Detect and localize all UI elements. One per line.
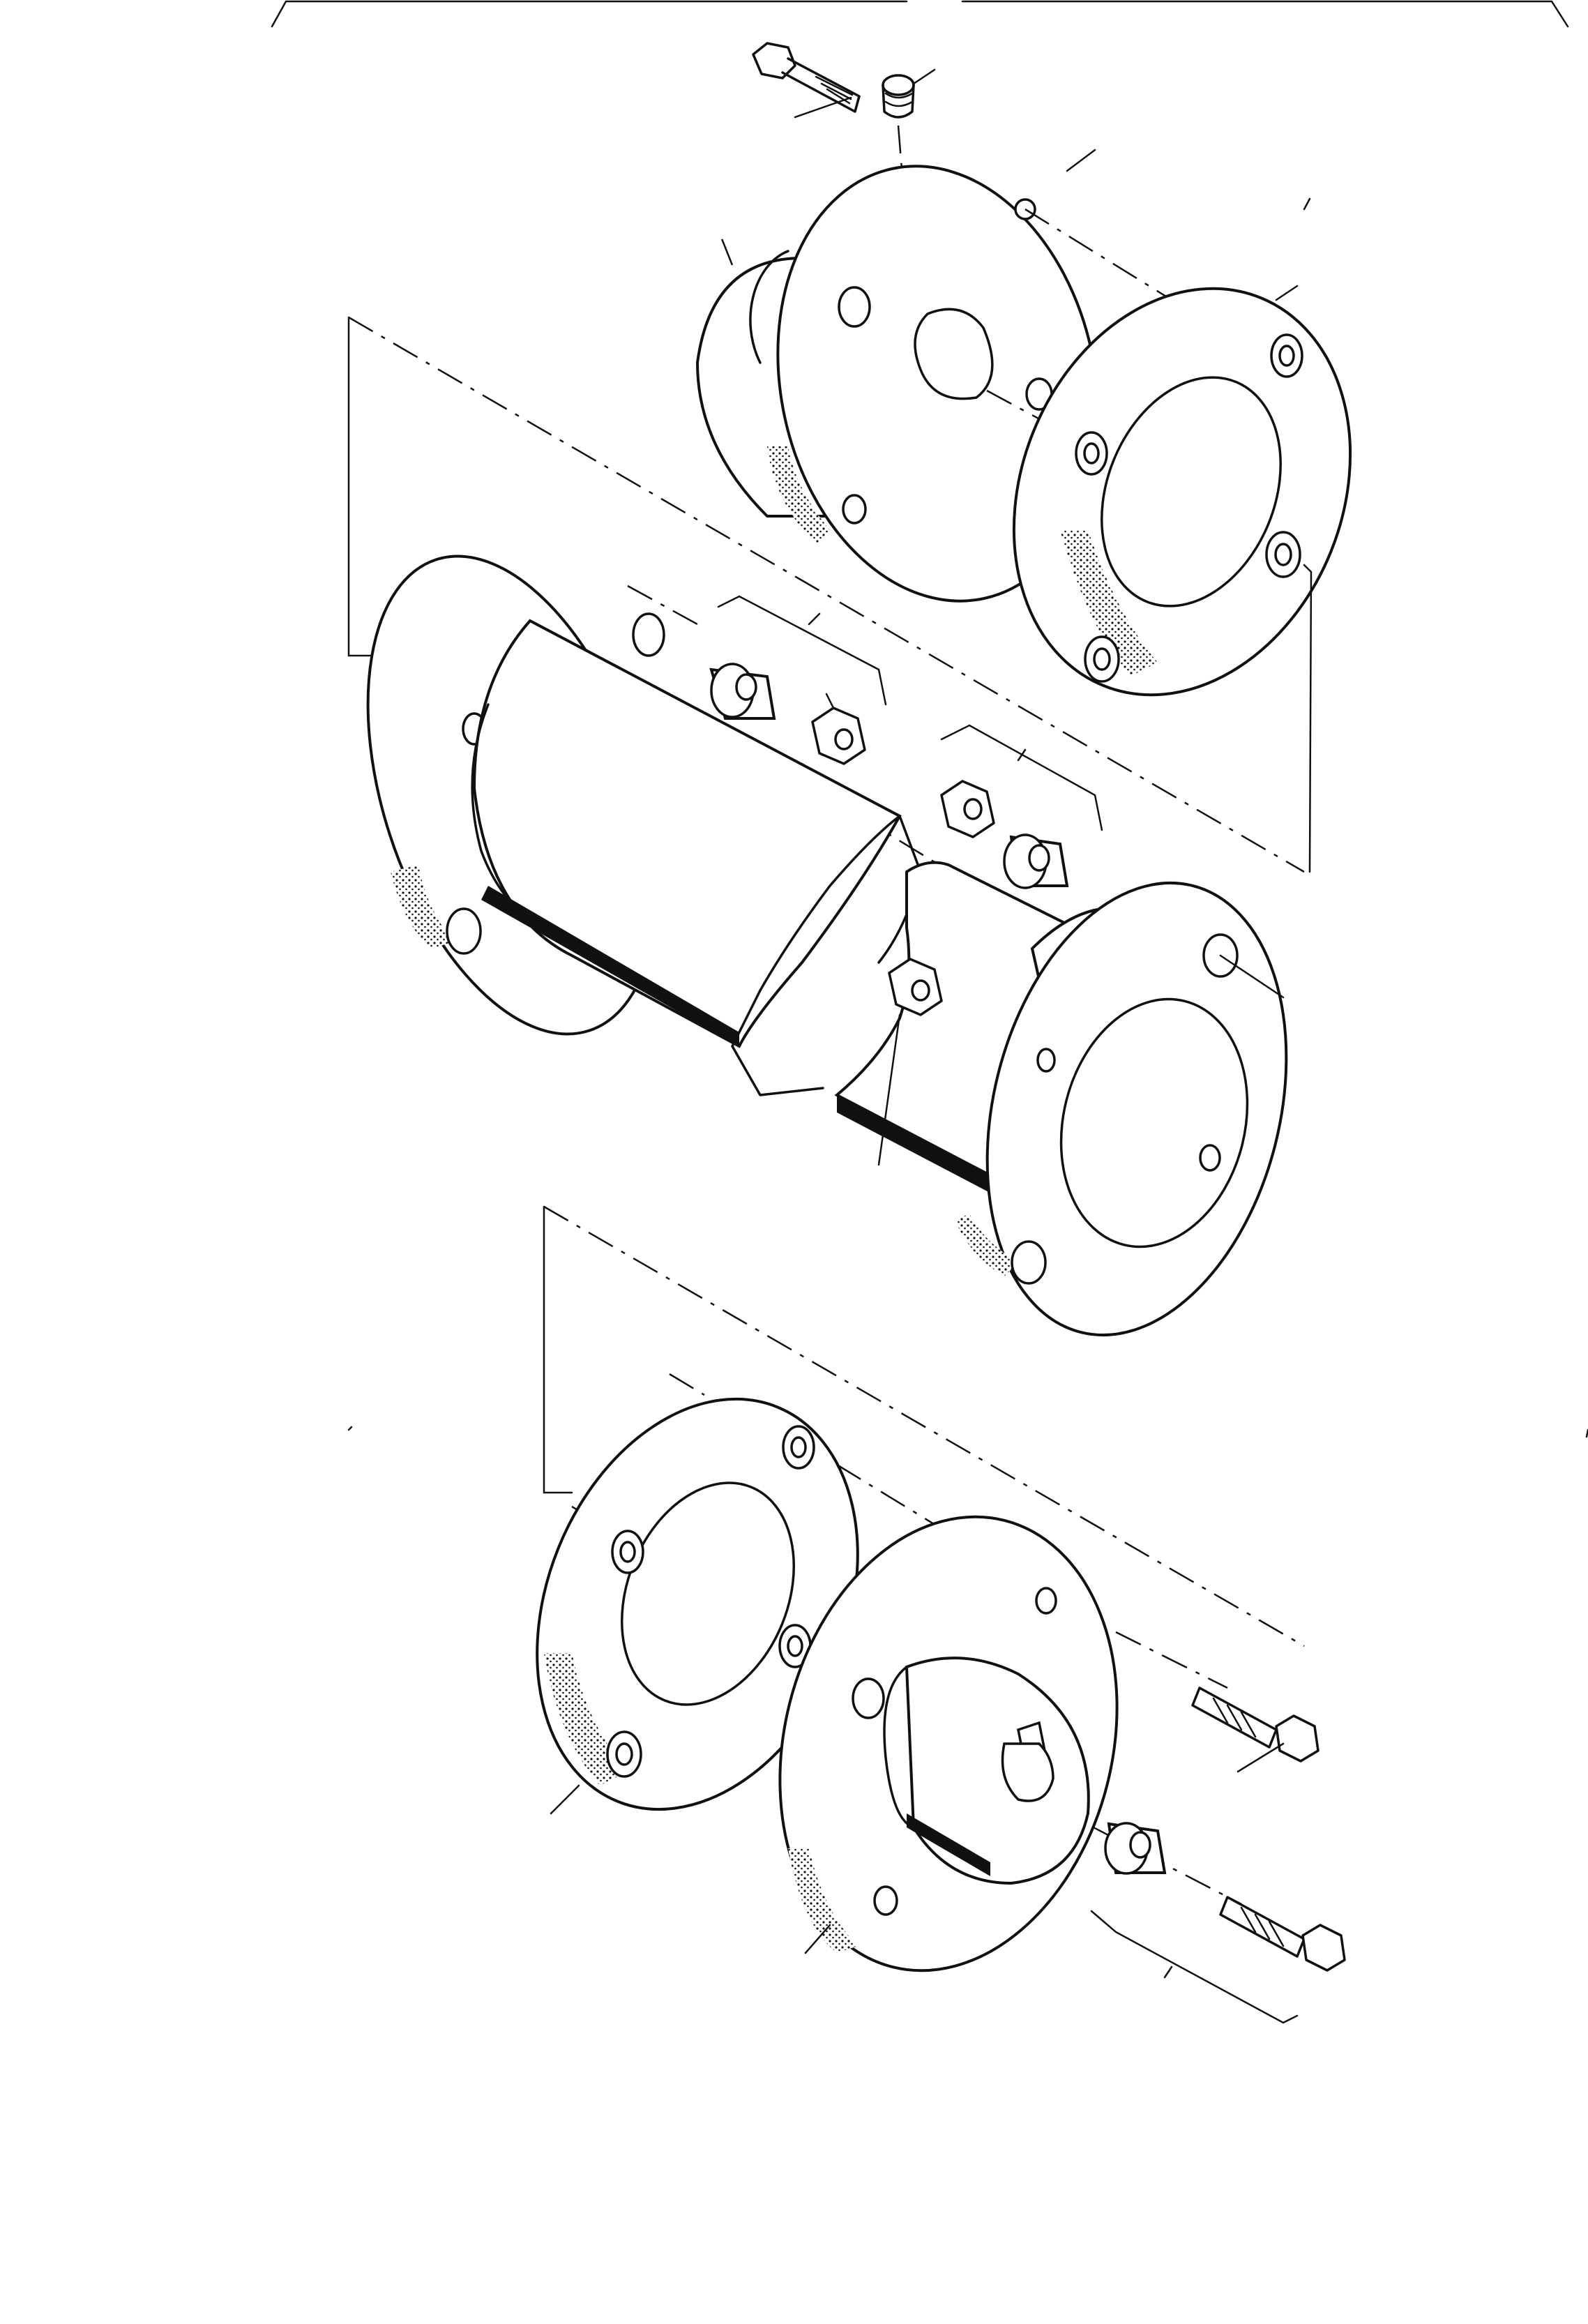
tick-mark — [1303, 197, 1311, 211]
lower-spacer-ring — [536, 1397, 859, 1815]
lower-hub-flange — [778, 1515, 1119, 1972]
grease-nipple — [882, 68, 936, 119]
lower-bush — [1090, 1822, 1299, 2024]
upper-bushes-and-nuts — [709, 595, 887, 765]
lower-bolt-upper — [1191, 1687, 1319, 1773]
upper-spacer-ring — [1012, 285, 1352, 697]
top-bolt — [752, 42, 861, 119]
tube-body — [471, 619, 922, 1096]
stray-mark — [347, 1426, 353, 1431]
tube-nut — [877, 958, 943, 1166]
middle-bushes-and-nuts — [940, 724, 1103, 889]
tube-right-flange — [955, 881, 1288, 1337]
top-frame-lines — [271, 0, 1569, 28]
ring-bracket-right — [1303, 564, 1313, 873]
lower-bolt-lower — [1219, 1896, 1346, 1972]
